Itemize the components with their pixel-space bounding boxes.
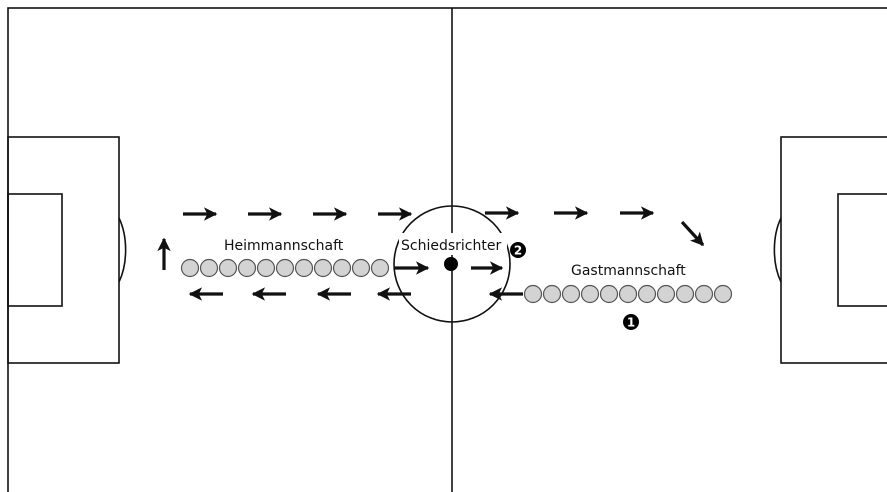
home-player: [218, 258, 238, 278]
marker-1-number: 1: [627, 316, 635, 330]
home-team-label: Heimmannschaft: [224, 238, 344, 254]
home-player: [237, 258, 257, 278]
movement-arrow: [680, 220, 705, 247]
away-team-players: [523, 284, 733, 304]
away-player: [637, 284, 657, 304]
marker-1: 1: [623, 314, 639, 330]
home-player: [351, 258, 371, 278]
home-player: [294, 258, 314, 278]
home-player: [370, 258, 390, 278]
home-player: [332, 258, 352, 278]
away-player: [656, 284, 676, 304]
left-penalty-arc: [118, 217, 127, 283]
away-player: [580, 284, 600, 304]
home-player: [256, 258, 276, 278]
referee-label: Schiedsrichter: [401, 238, 501, 254]
marker-2-number: 2: [514, 244, 522, 258]
away-player: [713, 284, 733, 304]
left-penalty-area: [7, 136, 120, 364]
right-penalty-arc: [773, 217, 782, 283]
away-player: [618, 284, 638, 304]
home-player: [199, 258, 219, 278]
home-player: [313, 258, 333, 278]
away-player: [599, 284, 619, 304]
left-goal-area: [7, 193, 63, 307]
center-circle: [393, 205, 511, 323]
marker-2-badge: [510, 242, 526, 258]
away-player: [523, 284, 543, 304]
right-goal-area: [837, 193, 887, 307]
away-player: [561, 284, 581, 304]
referee-label-bg: [399, 233, 507, 255]
away-player: [675, 284, 695, 304]
away-team-label: Gastmannschaft: [571, 263, 686, 279]
home-player: [180, 258, 200, 278]
movement-arrows: [157, 206, 705, 301]
home-player: [275, 258, 295, 278]
marker-2: 2: [510, 242, 526, 258]
away-player: [542, 284, 562, 304]
home-team-players: [180, 258, 390, 278]
right-penalty-area: [780, 136, 887, 364]
referee-dot: [444, 257, 458, 271]
away-player: [694, 284, 714, 304]
marker-1-badge: [623, 314, 639, 330]
